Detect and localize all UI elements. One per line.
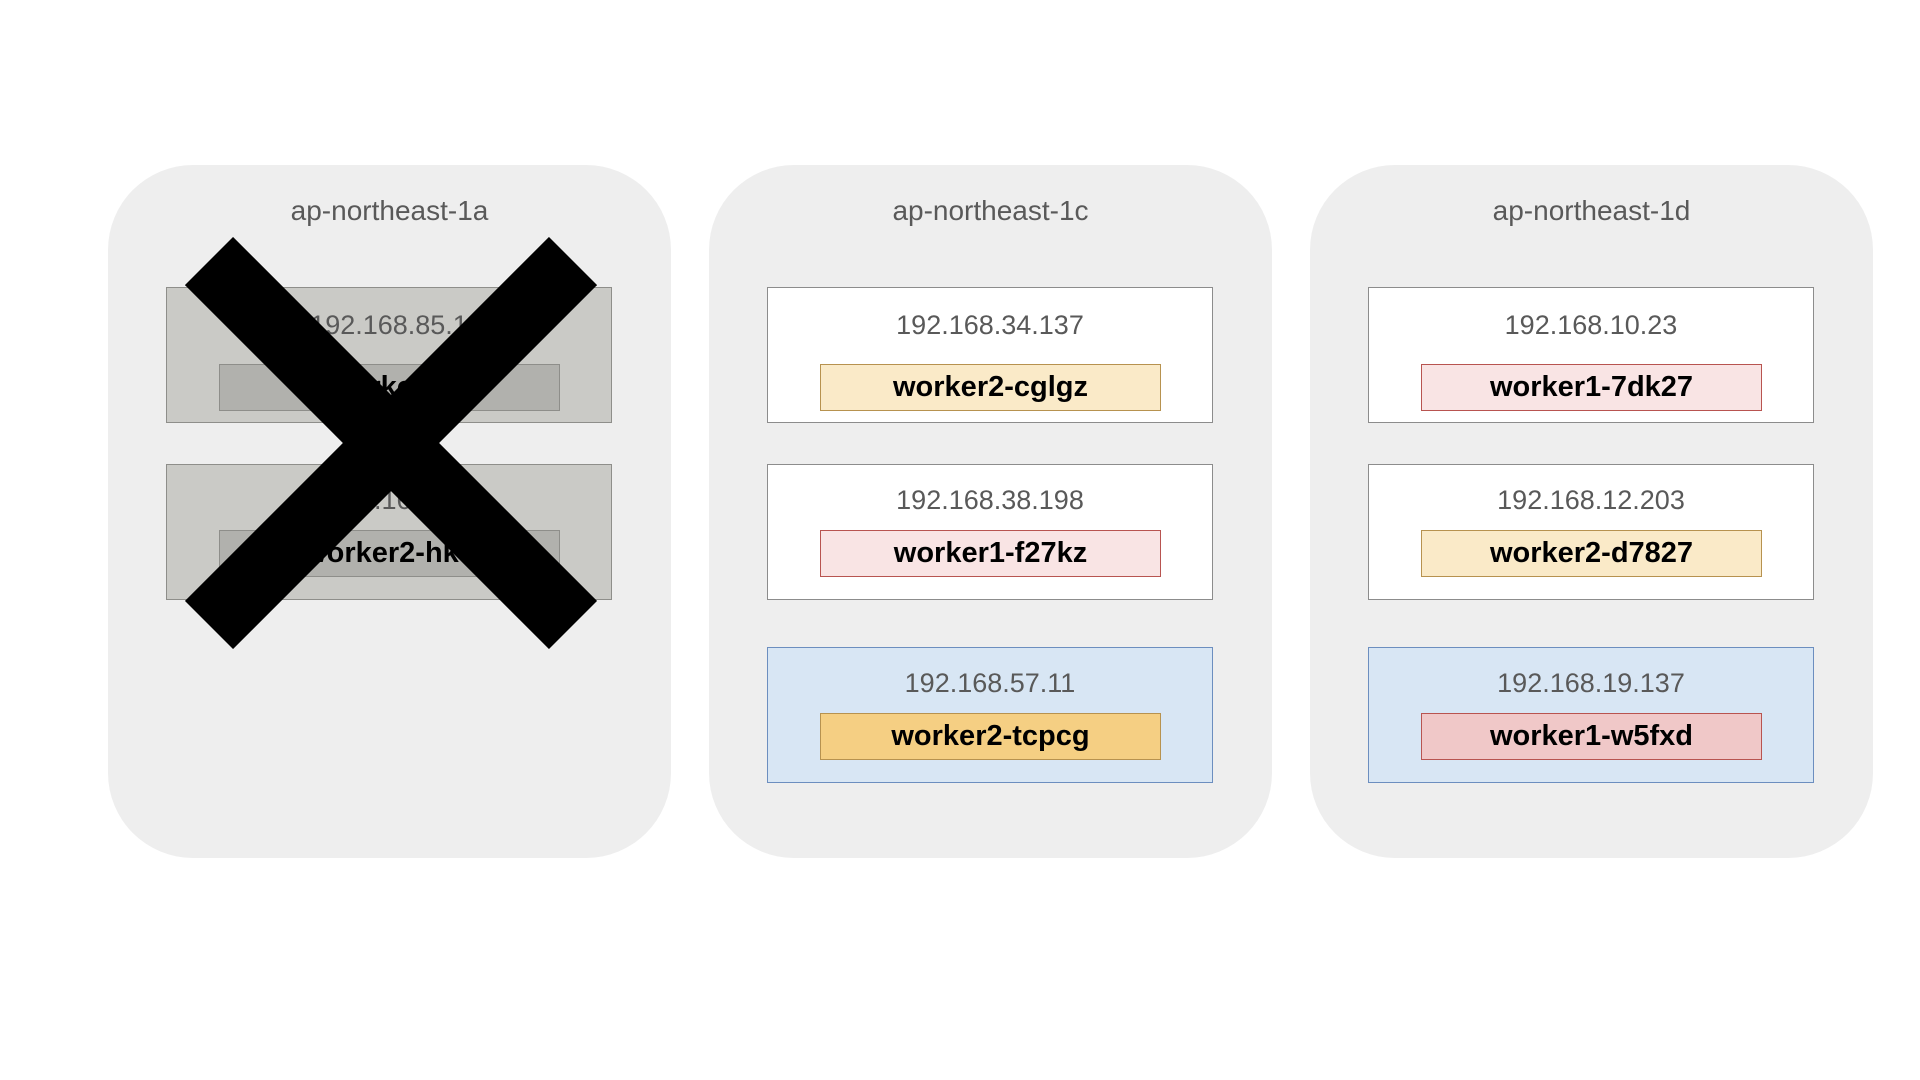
pod-label: worker2-tcpcg xyxy=(820,713,1161,760)
node-ip: 192.168.85.1 xyxy=(310,310,468,340)
node-ip: 192.168.57.11 xyxy=(904,668,1076,698)
node-ip: 192.168.34.137 xyxy=(896,310,1084,340)
zone-title: ap-northeast-1c xyxy=(892,195,1089,226)
new-node-card: 192.168.57.11 worker2-tcpcg xyxy=(767,647,1213,783)
pod-label: worker1-w5fxd xyxy=(1421,713,1762,760)
pod-label: worker1-7dk27 xyxy=(1421,364,1762,411)
node-ip: 192.168.19.137 xyxy=(1497,668,1685,698)
zone-title: ap-northeast-1a xyxy=(290,195,489,226)
node-card: 192.168.38.198 worker1-f27kz xyxy=(767,464,1213,600)
node-card: 192.168.34.137 worker2-cglgz xyxy=(767,287,1213,423)
node-ip: 192.168.10.23 xyxy=(1504,310,1678,340)
pod-label: worker2-cglgz xyxy=(820,364,1161,411)
availability-zone-1a: ap-northeast-1a 192.168.85.1 worker1- 19… xyxy=(108,165,671,858)
node-ip: 192.168.8 xyxy=(328,485,450,515)
node-card: 192.168.10.23 worker1-7dk27 xyxy=(1368,287,1814,423)
node-card: 192.168.85.1 worker1- xyxy=(166,287,612,423)
node-ip: 192.168.38.198 xyxy=(896,485,1084,515)
availability-zone-1c: ap-northeast-1c 192.168.34.137 worker2-c… xyxy=(709,165,1272,858)
pod-label: worker1-f27kz xyxy=(820,530,1161,577)
availability-zone-1d: ap-northeast-1d 192.168.10.23 worker1-7d… xyxy=(1310,165,1873,858)
pod-label: worker2-d7827 xyxy=(1421,530,1762,577)
pod-label: worker1- xyxy=(219,364,560,411)
new-node-card: 192.168.19.137 worker1-w5fxd xyxy=(1368,647,1814,783)
node-card: 192.168.12.203 worker2-d7827 xyxy=(1368,464,1814,600)
pod-label: worker2-hk5 xyxy=(219,530,560,577)
node-card: 192.168.8 worker2-hk5 xyxy=(166,464,612,600)
node-ip: 192.168.12.203 xyxy=(1497,485,1685,515)
zone-title: ap-northeast-1d xyxy=(1492,195,1691,226)
